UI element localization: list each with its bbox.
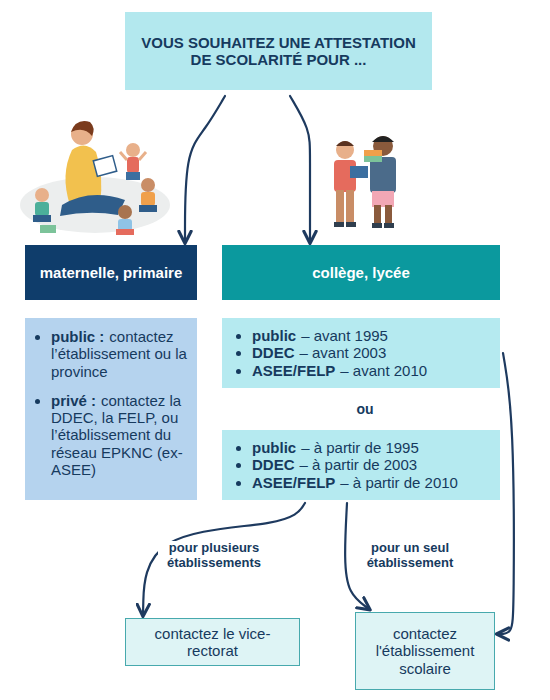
action-box: contactez l'établissement scolaire (355, 612, 495, 690)
box-text: collège, lycée (312, 264, 410, 281)
title-box: VOUS SOUHAITEZ UNE ATTESTATION DE SCOLAR… (125, 12, 432, 90)
bullet-key: public : (51, 328, 104, 345)
bullet-list: public :contactez l’établissement ou la … (33, 328, 189, 478)
category-band: maternelle, primaire (25, 245, 197, 300)
flow-arrow (290, 96, 310, 242)
box-text: contactez le vice-rectorat (134, 625, 291, 660)
bullet-key: ASEE/FELP (252, 362, 335, 379)
flow-arrow (185, 96, 225, 242)
bullet-text: – à partir de 2010 (340, 474, 458, 491)
bullet-key: DDEC (252, 456, 295, 473)
bullet-text: – avant 1995 (301, 327, 388, 344)
edge-label: pour plusieurs établissements (158, 541, 270, 571)
bullet-key: ASEE/FELP (252, 474, 335, 491)
bullet-item: public :contactez l’établissement ou la … (51, 328, 189, 380)
flow-arrow (498, 353, 514, 634)
bullet-item: DDEC – avant 2003 (252, 344, 490, 361)
bullet-key: privé : (51, 392, 96, 409)
info-panel: public – à partir de 1995DDEC – à partir d… (222, 430, 500, 500)
title-text: VOUS SOUHAITEZ UNE ATTESTATION DE SCOLAR… (135, 34, 422, 69)
students-illustration (334, 136, 396, 228)
bullet-text: – avant 2010 (340, 362, 427, 379)
edge-label: pour un seul établissement (358, 541, 462, 571)
bullet-key: public (252, 439, 296, 456)
bullet-text: – à partir de 2003 (300, 456, 418, 473)
info-panel: public :contactez l’établissement ou la … (25, 318, 197, 500)
bullet-list: public – avant 1995DDEC – avant 2003ASEE/F… (234, 327, 490, 379)
bullet-item: privé :contactez la DDEC, la FELP, ou l’… (51, 392, 189, 478)
bullet-text: – à partir de 1995 (301, 439, 419, 456)
bullet-text: – avant 2003 (300, 344, 387, 361)
bullet-key: DDEC (252, 344, 295, 361)
bullet-list: public – à partir de 1995DDEC – à partir d… (234, 439, 490, 491)
category-band: collège, lycée (222, 245, 500, 300)
action-box: contactez le vice-rectorat (125, 618, 300, 666)
bullet-item: DDEC – à partir de 2003 (252, 456, 490, 473)
box-text: contactez l'établissement scolaire (364, 625, 486, 677)
teacher-reading-illustration (20, 121, 170, 235)
bullet-key: public (252, 327, 296, 344)
bullet-item: public – à partir de 1995 (252, 439, 490, 456)
separator-label: ou (345, 401, 385, 417)
flow-arrow (143, 503, 305, 615)
info-panel: public – avant 1995DDEC – avant 2003ASEE/F… (222, 318, 500, 388)
bullet-item: ASEE/FELP – avant 2010 (252, 362, 490, 379)
box-text: maternelle, primaire (40, 264, 183, 281)
bullet-item: public – avant 1995 (252, 327, 490, 344)
bullet-item: ASEE/FELP – à partir de 2010 (252, 474, 490, 491)
